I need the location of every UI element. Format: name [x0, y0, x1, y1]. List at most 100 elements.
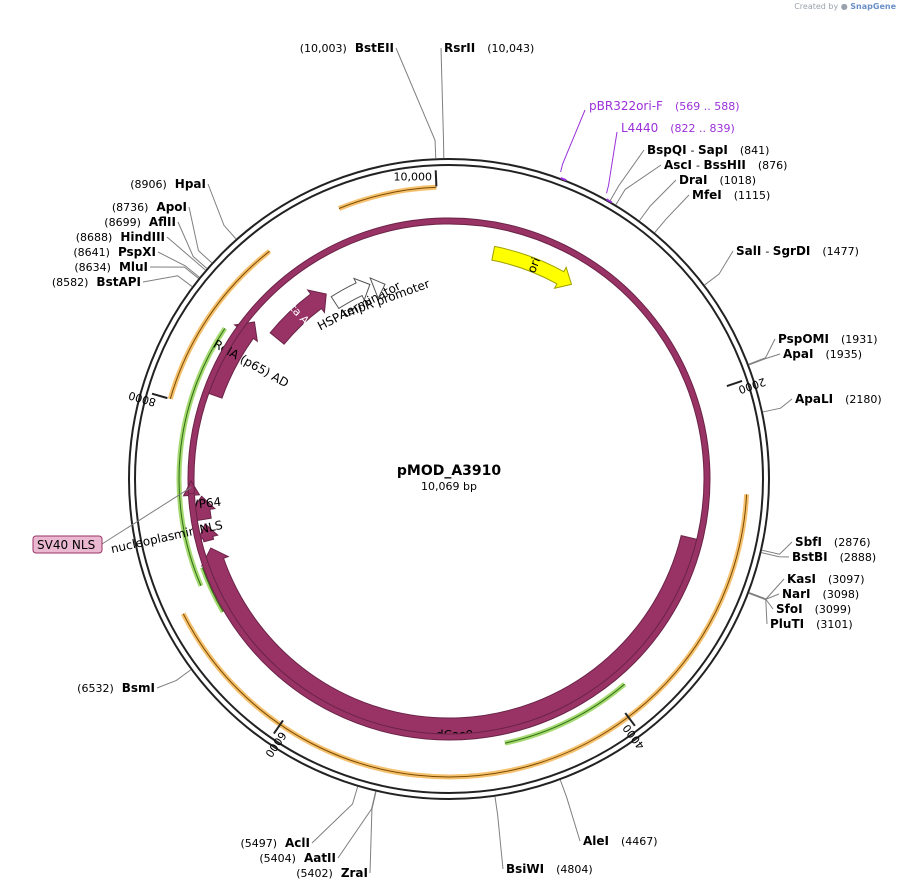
site-leader: [142, 275, 193, 287]
primer-l4440-label[interactable]: L4440(822 .. 839): [621, 121, 735, 135]
site-kasi-label[interactable]: KasI(3097): [787, 572, 865, 586]
tick-mark: [624, 712, 636, 727]
feature-sv40-nls-arrow[interactable]: [182, 217, 711, 741]
primer-pbr322ori-f-label[interactable]: pBR322ori-F(569 .. 588): [589, 99, 740, 113]
primer-leader: [560, 109, 586, 173]
orf-arc-core: [338, 186, 437, 209]
site-sfoi-label[interactable]: SfoI(3099): [776, 602, 851, 616]
sv40-nls-label: SV40 NLS: [37, 538, 95, 552]
site-nari-label[interactable]: NarI(3098): [782, 587, 859, 601]
site-mlui-label[interactable]: (8634)MluI: [74, 260, 148, 274]
site-leader: [748, 592, 768, 625]
feature-dcas9-arrow[interactable]: [200, 534, 700, 737]
credit-brand: SnapGene: [850, 2, 896, 11]
tick-mark: [273, 719, 284, 735]
site-leader: [639, 179, 677, 221]
orf-arc: [338, 184, 437, 211]
feature-ampr-promoter-arrow[interactable]: [369, 276, 386, 300]
site-apai-label[interactable]: ApaI(1935): [783, 347, 862, 361]
snapgene-credit: Created by ● SnapGene: [794, 2, 896, 11]
tick-label: 8000: [127, 389, 158, 409]
orf-arc-core: [182, 494, 748, 778]
site-apali-label[interactable]: ApaLI(2180): [795, 392, 882, 406]
site-zrai-label[interactable]: (5402)ZraI: [296, 866, 368, 880]
site-leader: [704, 250, 734, 286]
orf-arc-core: [178, 328, 226, 586]
backbone-inner-strand: [134, 164, 764, 794]
site-mfei-label[interactable]: MfeI(1115): [692, 188, 770, 202]
restriction-sites: (10,003)BstEII RsrII(10,043) BspQI- SapI(8…: [52, 41, 882, 880]
site-leader: [609, 149, 645, 202]
feature-ori-arrow[interactable]: [491, 245, 573, 290]
site-bsteii-label[interactable]: (10,003)BstEII: [300, 41, 394, 55]
sv40-nls-leader: [101, 486, 192, 545]
site-leader: [440, 47, 445, 159]
site-apoi-label[interactable]: (8736)ApoI: [112, 200, 187, 214]
orf-arcs: [167, 184, 750, 780]
feature-vp64-label: VP64: [190, 495, 222, 512]
feature-rta-ad-arrow[interactable]: [269, 289, 327, 345]
site-leader: [369, 791, 377, 874]
backbone: [128, 158, 770, 800]
primer-mark[interactable]: [560, 177, 567, 182]
site-drai-label[interactable]: DraI(1018): [679, 173, 756, 187]
site-leader: [188, 206, 213, 264]
tick-mark: [726, 380, 743, 388]
site-sbfi-label[interactable]: SbfI(2876): [795, 535, 871, 549]
site-leader: [654, 194, 690, 233]
site-leader: [156, 669, 192, 689]
site-hindiii-label[interactable]: (8688)HindIII: [76, 230, 165, 244]
site-pluti-label[interactable]: PluTI(3101): [770, 617, 853, 631]
plasmid-length: 10,069 bp: [421, 480, 477, 493]
site-leader: [615, 164, 662, 206]
site-leader: [149, 266, 199, 279]
site-bsmi-label[interactable]: (6532)BsmI: [77, 681, 155, 695]
primer-leader: [606, 131, 618, 194]
site-leader: [748, 353, 781, 366]
site-acli-label[interactable]: (5497)AclI: [240, 836, 310, 850]
site-leader: [207, 183, 237, 240]
feature-hsp-terminator-arrow[interactable]: [330, 277, 371, 310]
site-leader: [177, 221, 208, 269]
orf-arc-core: [169, 250, 270, 400]
orf-arc-core: [201, 567, 224, 613]
feature-nucleoplasmin-nls-arrow[interactable]: [197, 523, 219, 543]
plasmid-name: pMOD_A3910: [397, 463, 502, 479]
site-bsiwi-label[interactable]: BsiWI(4804): [506, 862, 593, 876]
credit-prefix: Created by: [794, 2, 839, 11]
site-leader: [494, 796, 504, 870]
backbone-outer-strand: [128, 158, 770, 800]
orf-arc-core: [504, 683, 625, 744]
site-pspxi-label[interactable]: (8641)PspXI: [73, 245, 156, 259]
site-leader: [559, 779, 581, 842]
feature-ori-label: ori: [524, 255, 543, 275]
site-bspqi-sapi-label[interactable]: BspQI- SapI(841): [647, 143, 769, 157]
site-leader: [761, 541, 793, 555]
primers: pBR322ori-F(569 .. 588) L4440(822 .. 839): [560, 99, 740, 204]
site-aatii-label[interactable]: (5404)AatII: [259, 851, 336, 865]
tick-label: 10,000: [393, 170, 432, 183]
site-bstbi-label[interactable]: BstBI(2888): [792, 550, 876, 564]
site-asci-bsshii-label[interactable]: AscI- BssHII(876): [664, 158, 787, 172]
site-leader: [337, 791, 377, 859]
site-rsrii-label[interactable]: RsrII(10,043): [444, 41, 534, 55]
tick-mark: [151, 392, 168, 400]
primer-mark[interactable]: [606, 198, 613, 204]
site-leader: [166, 236, 206, 271]
tick-mark: [434, 170, 438, 187]
snapgene-logo-icon: ●: [840, 2, 848, 11]
site-pspomi-label[interactable]: PspOMI(1931): [778, 332, 878, 346]
site-leader: [761, 552, 790, 558]
site-leader: [157, 251, 200, 278]
site-sali-sgrdi-label[interactable]: SalI- SgrDI(1477): [736, 244, 859, 258]
site-leader: [311, 786, 359, 844]
site-hpai-label[interactable]: (8906)HpaI: [130, 177, 206, 191]
site-leader: [748, 338, 776, 365]
sv40-nls-label-box[interactable]: [32, 535, 103, 554]
site-leader: [395, 47, 437, 159]
site-aflii-label[interactable]: (8699)AflII: [104, 215, 176, 229]
site-bstapi-label[interactable]: (8582)BstAPI: [52, 275, 141, 289]
site-alei-label[interactable]: AleI(4467): [583, 834, 658, 848]
site-leader: [762, 398, 793, 413]
